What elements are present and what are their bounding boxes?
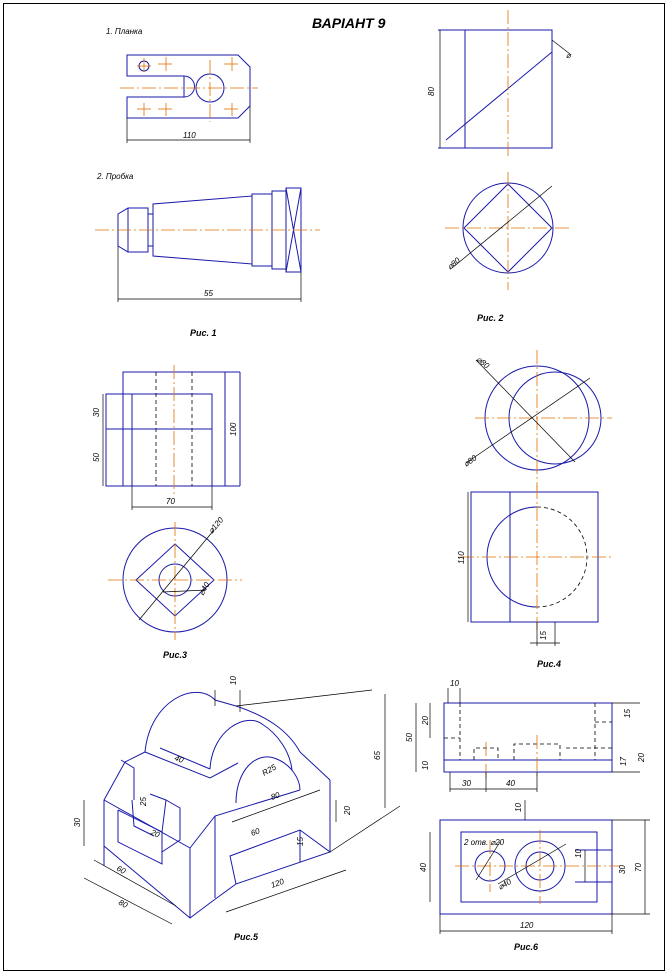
plug-label: 2. Пробка [96,172,134,181]
fig6-120: 120 [520,921,534,930]
fig4: ⌀80 ⌀80 110 15 [457,350,612,646]
fig5-40: 40 [173,753,185,765]
fig6-20b: 20 [637,753,646,763]
fig4-h110: 110 [457,551,466,564]
fig3-h50: 50 [92,453,101,462]
fig5-20a: 20 [148,827,161,840]
fig2-caption: Рис. 2 [477,313,504,323]
fig6-40a: 40 [506,779,515,788]
fig2-circle-dia: ⌀80 [446,255,463,271]
fig6-30b: 30 [618,865,627,874]
fig1-plank: 1. Планка 110 [106,27,258,143]
slot-round-end [183,75,195,98]
fig6-50: 50 [405,733,414,742]
fig5-65: 65 [373,751,382,760]
fig5-20b: 20 [343,806,352,816]
fig5-120: 120 [270,877,286,890]
fig3: 30 50 100 70 ⌀120 ⌀40 [92,365,242,640]
drawing-frame [3,3,665,971]
fig2: 80 ⌀ ⌀80 [427,10,572,290]
fig6-40b: 40 [419,863,428,872]
fig3-h30: 30 [92,408,101,417]
fig6-30: 30 [462,779,471,788]
fig6-15: 15 [623,709,632,718]
fig2-height-dim: 80 [427,87,436,96]
fig6-10b: 10 [421,761,430,770]
fig6: 10 20 50 10 30 40 15 17 20 10 2 отв. ⌀20… [405,679,650,934]
fig5-r25: R25 [261,762,279,777]
fig5-15: 15 [296,837,305,846]
fig6-20a: 20 [421,716,430,726]
fig6-caption: Рис.6 [514,942,539,952]
fig1-plug: 2. Пробка 55 [95,172,320,302]
variant-title: ВАРІАНТ 9 [312,15,386,31]
fig3-d1: ⌀120 [207,515,226,535]
fig6-10d: 10 [574,849,583,858]
fig5-60b: 60 [250,826,262,838]
fig1-caption: Рис. 1 [190,328,217,338]
fig3-caption: Рис.3 [163,650,187,660]
fig5-80a: 80 [270,790,282,802]
fig2-top-dia: ⌀ [566,51,572,60]
fig6-10a: 10 [450,679,459,688]
fig3-d2: ⌀40 [197,580,212,597]
fig5-80b: 80 [117,898,130,910]
fig4-hidden-arc [536,506,588,608]
fig3-h100: 100 [229,422,238,436]
fig5-25: 25 [139,797,148,807]
plug-length-dim: 55 [204,289,213,298]
fig4-w15: 15 [539,631,548,640]
fig6-17: 17 [619,757,628,766]
fig5-10: 10 [229,676,238,685]
fig6-10c: 10 [514,803,523,812]
plank-length-dim: 110 [183,131,196,140]
fig5-30: 30 [73,818,82,827]
fig3-w70: 70 [166,497,175,506]
fig6-holes: 2 отв. ⌀20 [463,838,505,847]
fig5-caption: Рис.5 [234,932,259,942]
plank-label: 1. Планка [106,27,143,36]
fig5-60a: 60 [115,864,128,876]
fig4-d1: ⌀80 [475,355,492,371]
fig6-d40: ⌀40 [497,877,514,892]
fig6-70: 70 [634,863,643,872]
fig4-d2: ⌀80 [462,453,479,469]
fig4-caption: Рис.4 [537,659,561,669]
fig5-isometric: 40 R25 10 65 80 30 25 20 20 60 15 80 60 … [73,676,401,925]
